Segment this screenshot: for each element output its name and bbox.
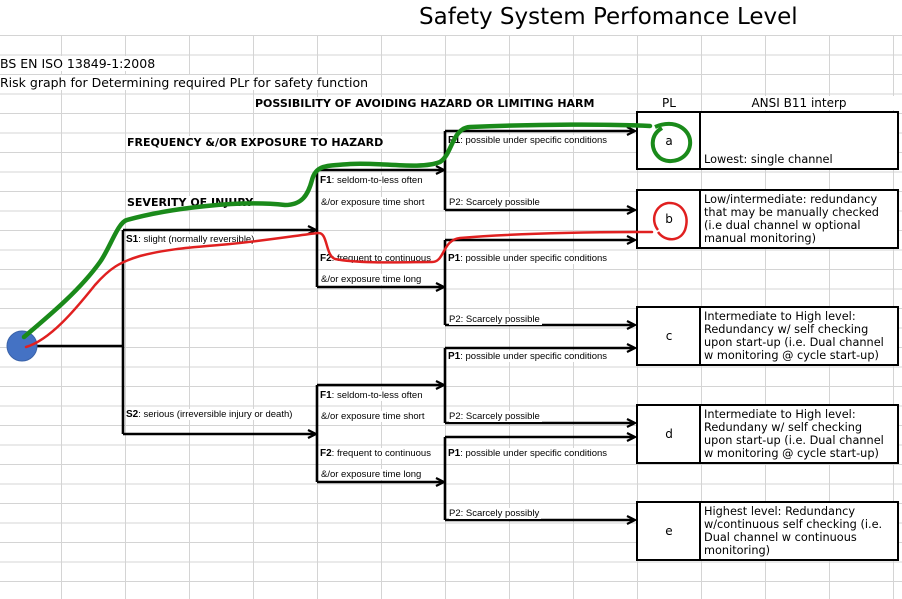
- p2-label: P2: Scarcely possible: [449, 411, 542, 422]
- f2-sublabel: &/or exposure time long: [321, 274, 424, 285]
- ansi-cell: Intermediate to High level: Redundancy w…: [699, 306, 899, 366]
- s2-label: S2: serious (irreversible injury or deat…: [126, 409, 295, 420]
- p1-label: P1: possible under specific conditions: [448, 448, 610, 459]
- subtitle: Risk graph for Determining required PLr …: [0, 75, 369, 90]
- p1-label: P1: possible under specific conditions: [448, 135, 610, 146]
- f2-label: F2: frequent to continuous: [320, 448, 433, 459]
- p2-label: P2: Scarcely possible: [449, 314, 542, 325]
- ansi-cell: Lowest: single channel: [699, 111, 899, 170]
- p1-label: P1: possible under specific conditions: [448, 351, 610, 362]
- p2-label: P2: Scarcely possibly: [449, 508, 542, 519]
- possibility-header: POSSIBILITY OF AVOIDING HAZARD OR LIMITI…: [255, 97, 595, 110]
- p1-label: P1: possible under specific conditions: [448, 253, 610, 264]
- standard-label: BS EN ISO 13849-1:2008: [0, 56, 156, 71]
- f2-label: F2: frequent to continuous: [320, 253, 433, 264]
- f1-label: F1: seldom-to-less often: [320, 390, 425, 401]
- f1-sublabel: &/or exposure time short: [321, 411, 427, 422]
- s1-label: S1: slight (normally reversible): [126, 234, 257, 245]
- ansi-cell: Highest level: Redundancy w/continuous s…: [699, 501, 899, 561]
- pl-column-header: PL: [640, 96, 698, 110]
- p2-label: P2: Scarcely possible: [449, 197, 542, 208]
- ansi-cell: Low/intermediate: redundancy that may be…: [699, 189, 899, 249]
- page-title: Safety System Perfomance Level: [419, 4, 798, 30]
- pl-cell: d: [636, 404, 702, 464]
- ansi-column-header: ANSI B11 interp: [702, 96, 896, 110]
- f1-sublabel: &/or exposure time short: [321, 197, 427, 208]
- ansi-cell: Intermediate to High level: Redundany w/…: [699, 404, 899, 464]
- f1-label: F1: seldom-to-less often: [320, 175, 425, 186]
- f2-sublabel: &/or exposure time long: [321, 469, 424, 480]
